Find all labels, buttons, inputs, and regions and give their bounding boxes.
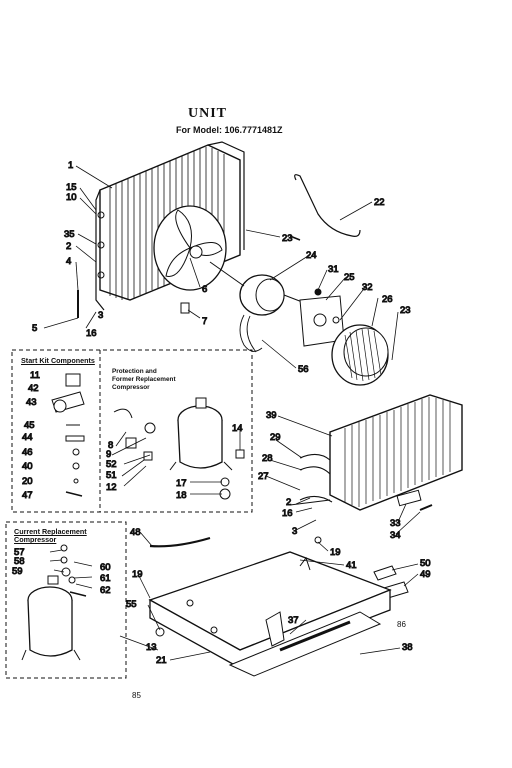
callout-1: 1 — [68, 160, 73, 171]
callout-59: 59 — [12, 566, 23, 577]
callout-18: 18 — [176, 490, 187, 501]
replacement-compressor — [21, 544, 87, 661]
callout-37: 37 — [288, 615, 299, 626]
callout-26: 26 — [382, 294, 393, 305]
footer-page-left: 85 — [132, 691, 141, 700]
callout-62: 62 — [100, 585, 111, 596]
callout-50: 50 — [420, 558, 431, 569]
wire-harness — [149, 536, 211, 548]
callout-6: 6 — [202, 284, 207, 295]
callout-58: 58 — [14, 556, 25, 567]
drain-tube — [294, 174, 361, 237]
callout-19-left: 19 — [132, 569, 143, 580]
protection-note: Protection and Former Replacement Compre… — [112, 368, 176, 391]
callout-43: 43 — [26, 397, 37, 408]
callout-19-right: 19 — [330, 547, 341, 558]
callout-55: 55 — [126, 599, 137, 610]
callout-numbers: 1 15 10 35 2 4 5 16 3 6 7 24 23 22 31 25… — [12, 160, 432, 667]
callout-20: 20 — [22, 476, 33, 487]
callout-4: 4 — [66, 256, 71, 267]
callout-46: 46 — [22, 447, 33, 458]
callout-42: 42 — [28, 383, 39, 394]
callout-21: 21 — [156, 655, 167, 666]
start-kit-box — [11, 349, 253, 513]
start-kit-box-title: Start Kit Components — [21, 356, 95, 365]
callout-61: 61 — [100, 573, 111, 584]
compressor — [113, 397, 245, 500]
callout-39: 39 — [266, 410, 277, 421]
callout-14: 14 — [232, 423, 243, 434]
callout-48: 48 — [130, 527, 141, 538]
callout-45: 45 — [24, 420, 35, 431]
callout-23-top: 23 — [282, 233, 293, 244]
callout-28: 28 — [262, 453, 273, 464]
callout-13: 13 — [146, 642, 157, 653]
callout-16-right: 16 — [282, 508, 293, 519]
callout-11: 11 — [30, 370, 40, 381]
callout-57: 57 — [14, 547, 25, 558]
callout-17: 17 — [176, 478, 187, 489]
callout-35: 35 — [64, 229, 75, 240]
fan-motor — [209, 261, 311, 353]
current-compressor-box — [5, 521, 127, 679]
callout-23-right: 23 — [400, 305, 411, 316]
callout-38: 38 — [402, 642, 413, 653]
callout-47: 47 — [22, 490, 33, 501]
callout-29: 29 — [270, 432, 281, 443]
callout-34: 34 — [390, 530, 401, 541]
callout-12: 12 — [106, 482, 117, 493]
base-pan — [148, 551, 392, 677]
callout-44: 44 — [22, 432, 33, 443]
callout-52: 52 — [106, 459, 117, 470]
callout-56: 56 — [298, 364, 309, 375]
callout-8: 8 — [108, 440, 113, 451]
callout-27: 27 — [258, 471, 269, 482]
diagram-title: UNIT — [188, 106, 228, 121]
callout-2: 2 — [66, 241, 71, 252]
callout-2-right: 2 — [286, 497, 291, 508]
callout-7: 7 — [202, 316, 207, 327]
callout-51: 51 — [106, 470, 117, 481]
callout-24: 24 — [306, 250, 317, 261]
callout-9: 9 — [106, 449, 111, 460]
callout-49: 49 — [420, 569, 431, 580]
callout-16: 16 — [86, 328, 97, 339]
blower-wheel — [331, 324, 389, 386]
callout-33: 33 — [390, 518, 401, 529]
callout-10: 10 — [66, 192, 77, 203]
leader-lines — [43, 165, 421, 661]
callout-40: 40 — [22, 461, 33, 472]
callout-15: 15 — [66, 182, 77, 193]
callout-41: 41 — [346, 560, 357, 571]
callout-60: 60 — [100, 562, 111, 573]
callout-3-right: 3 — [292, 526, 297, 537]
model-subtitle: For Model: 106.7771481Z — [176, 125, 283, 135]
callout-22: 22 — [374, 197, 385, 208]
condenser-fan-blade — [153, 205, 227, 291]
callout-32: 32 — [362, 282, 373, 293]
footer-page-right: 86 — [397, 620, 406, 629]
evaporator-coil — [289, 394, 463, 511]
callout-31: 31 — [328, 264, 339, 275]
start-kit-parts — [51, 373, 85, 497]
coil-small-parts — [77, 235, 340, 324]
callout-25: 25 — [344, 272, 355, 283]
callout-5: 5 — [32, 323, 37, 334]
callout-3: 3 — [98, 310, 103, 321]
current-box-title: Current Replacement Compressor — [14, 527, 87, 544]
